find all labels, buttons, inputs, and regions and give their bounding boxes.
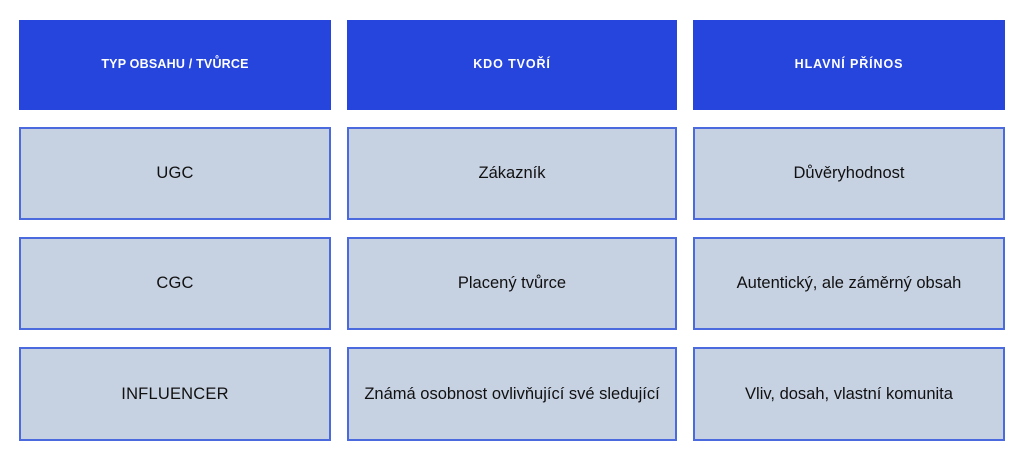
table-grid: TYP OBSAHU / TVŮRCE KDO TVOŘÍ HLAVNÍ PŘÍ… xyxy=(19,20,1005,443)
cell-creator-cgc: Placený tvůrce xyxy=(457,274,567,293)
column-header-who-creates-label: KDO TVOŘÍ xyxy=(473,57,551,72)
table-row: Známá osobnost ovlivňující své sledující xyxy=(347,347,677,441)
table-row: Zákazník xyxy=(347,127,677,220)
column-header-content-type: TYP OBSAHU / TVŮRCE xyxy=(19,20,331,110)
table-row: Placený tvůrce xyxy=(347,237,677,330)
table-row: Autentický, ale záměrný obsah xyxy=(693,237,1005,330)
table-row: CGC xyxy=(19,237,331,330)
cell-type-ugc: UGC xyxy=(156,164,194,183)
table-row: UGC xyxy=(19,127,331,220)
table-row: Důvěryhodnost xyxy=(693,127,1005,220)
column-header-main-benefit-label: HLAVNÍ PŘÍNOS xyxy=(794,57,904,72)
cell-type-influencer: INFLUENCER xyxy=(121,384,229,403)
cell-benefit-ugc: Důvěryhodnost xyxy=(793,164,905,183)
cell-benefit-influencer: Vliv, dosah, vlastní komunita xyxy=(745,384,953,403)
cell-type-cgc: CGC xyxy=(156,274,194,293)
cell-creator-ugc: Zákazník xyxy=(478,164,546,183)
column-header-who-creates: KDO TVOŘÍ xyxy=(347,20,677,110)
cell-benefit-cgc: Autentický, ale záměrný obsah xyxy=(736,274,962,293)
table-row: INFLUENCER xyxy=(19,347,331,441)
cell-creator-influencer: Známá osobnost ovlivňující své sledující xyxy=(364,384,660,403)
column-header-main-benefit: HLAVNÍ PŘÍNOS xyxy=(693,20,1005,110)
table-row: Vliv, dosah, vlastní komunita xyxy=(693,347,1005,441)
column-header-content-type-label: TYP OBSAHU / TVŮRCE xyxy=(101,57,249,72)
